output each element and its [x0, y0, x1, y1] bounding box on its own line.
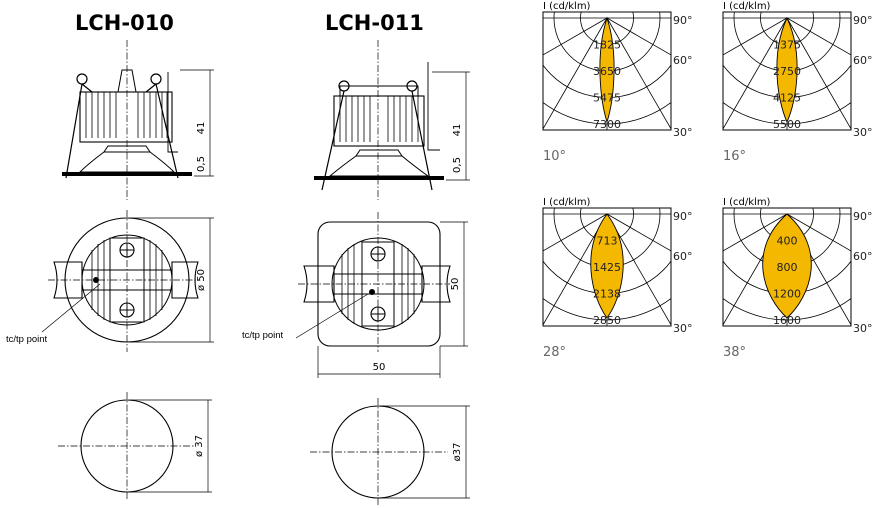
- side-view-lch-010: 41 0,5: [62, 40, 214, 200]
- polar-spoke: [723, 17, 788, 130]
- angle-label: 30°: [673, 322, 693, 335]
- dim-diameter-lch-010: ø 50: [196, 269, 207, 291]
- polar-spoke: [606, 213, 671, 326]
- polar-spoke: [543, 213, 608, 326]
- ring-value-label: 1375: [773, 39, 801, 52]
- dim-height-lch-011: 41: [452, 124, 463, 137]
- dim-gap-lch-010: 0,5: [196, 156, 207, 172]
- beam-lobe: [599, 16, 615, 124]
- dim-side-lch-011: 50: [450, 278, 461, 291]
- polar-spoke: [606, 17, 671, 56]
- angle-label: 60°: [853, 54, 873, 67]
- angle-label: 30°: [853, 322, 873, 335]
- product-lch-010: LCH-010: [6, 11, 214, 500]
- angle-label: 30°: [853, 126, 873, 139]
- dim-lamp-diameter-lch-010: ø 37: [194, 435, 205, 457]
- polar-diagram-28: 713 1425 2138 2850 90° 60° 30° I (cd/klm) 28°: [542, 197, 693, 360]
- beam-lobe: [590, 213, 624, 319]
- unit-label: I (cd/klm): [543, 197, 591, 208]
- beam-angle-label: 38°: [723, 345, 746, 360]
- polar-diagram-16: 1375 2750 4125 5500 90° 60° 30° I (cd/klm) 16°: [722, 1, 873, 164]
- angle-label: 60°: [673, 250, 693, 263]
- angle-label: 30°: [673, 126, 693, 139]
- angle-label: 60°: [673, 54, 693, 67]
- dim-width-lch-011: 50: [373, 362, 386, 373]
- angle-label: 90°: [673, 14, 693, 27]
- unit-label: I (cd/klm): [723, 1, 771, 12]
- lamp-view-lch-010: ø 37: [58, 392, 212, 500]
- beam-angle-label: 28°: [543, 345, 566, 360]
- ring-value-label: 2850: [593, 314, 621, 327]
- polar-spoke: [606, 213, 671, 252]
- ring-value-label: 2750: [773, 65, 801, 78]
- unit-label: I (cd/klm): [543, 1, 591, 12]
- ring-value-label: 4125: [773, 92, 801, 105]
- polar-spoke: [786, 17, 851, 130]
- polar-spoke: [543, 17, 608, 130]
- angle-label: 90°: [673, 210, 693, 223]
- polar-diagram-38: 400 800 1200 1600 90° 60° 30° I (cd/klm) 38°: [722, 197, 873, 360]
- beam-angle-label: 10°: [543, 149, 566, 164]
- top-view-lch-010: ø 50 tc/tp point: [6, 210, 214, 352]
- polar-spoke: [543, 213, 608, 252]
- ring-value-label: 800: [777, 261, 798, 274]
- ring-value-label: 2138: [593, 288, 621, 301]
- dim-gap-lch-011: 0,5: [452, 157, 463, 173]
- polar-spoke: [723, 17, 788, 56]
- polar-spoke: [786, 17, 851, 56]
- lamp-view-lch-011: ø37: [310, 398, 470, 506]
- dim-height-lch-010: 41: [196, 122, 207, 135]
- angle-label: 60°: [853, 250, 873, 263]
- ring-value-label: 7300: [593, 118, 621, 131]
- tc-point-label-lch-011: tc/tp point: [242, 330, 284, 341]
- ring-value-label: 713: [597, 235, 618, 248]
- polar-spoke: [606, 17, 671, 130]
- beam-lobe: [762, 213, 812, 319]
- polar-spoke: [543, 17, 608, 56]
- ring-value-label: 5475: [593, 92, 621, 105]
- polar-frame: [542, 11, 672, 131]
- angle-label: 90°: [853, 14, 873, 27]
- polar-grid: [723, 12, 851, 130]
- model-title-lch-010: LCH-010: [75, 11, 174, 35]
- top-view-lch-011: 50 50 tc/tp point: [242, 212, 468, 378]
- ring-value-label: 1600: [773, 314, 801, 327]
- polar-spoke: [786, 213, 851, 252]
- tc-point-label-lch-010: tc/tp point: [6, 334, 48, 345]
- angle-label: 90°: [853, 210, 873, 223]
- ring-value-label: 1825: [593, 39, 621, 52]
- polar-frame: [722, 11, 852, 131]
- model-title-lch-011: LCH-011: [325, 11, 424, 35]
- ring-value-label: 1425: [593, 261, 621, 274]
- ring-value-label: 1200: [773, 288, 801, 301]
- polar-spoke: [723, 213, 788, 252]
- dim-lamp-diameter-lch-011: ø37: [452, 443, 463, 462]
- ring-value-label: 5500: [773, 118, 801, 131]
- beam-angle-label: 16°: [723, 149, 746, 164]
- ring-value-label: 3650: [593, 65, 621, 78]
- polar-frame: [722, 207, 852, 327]
- side-view-lch-011: 41 0,5: [314, 40, 470, 200]
- polar-diagram-10: 1825 3650 5475 7300 90° 60° 30° I (cd/klm) 10°: [542, 1, 693, 164]
- polar-frame: [542, 207, 672, 327]
- unit-label: I (cd/klm): [723, 197, 771, 208]
- polar-grid: [723, 208, 851, 326]
- beam-lobe: [776, 16, 798, 123]
- ring-value-label: 400: [777, 235, 798, 248]
- product-lch-011: LCH-011 41 0,5: [242, 11, 470, 506]
